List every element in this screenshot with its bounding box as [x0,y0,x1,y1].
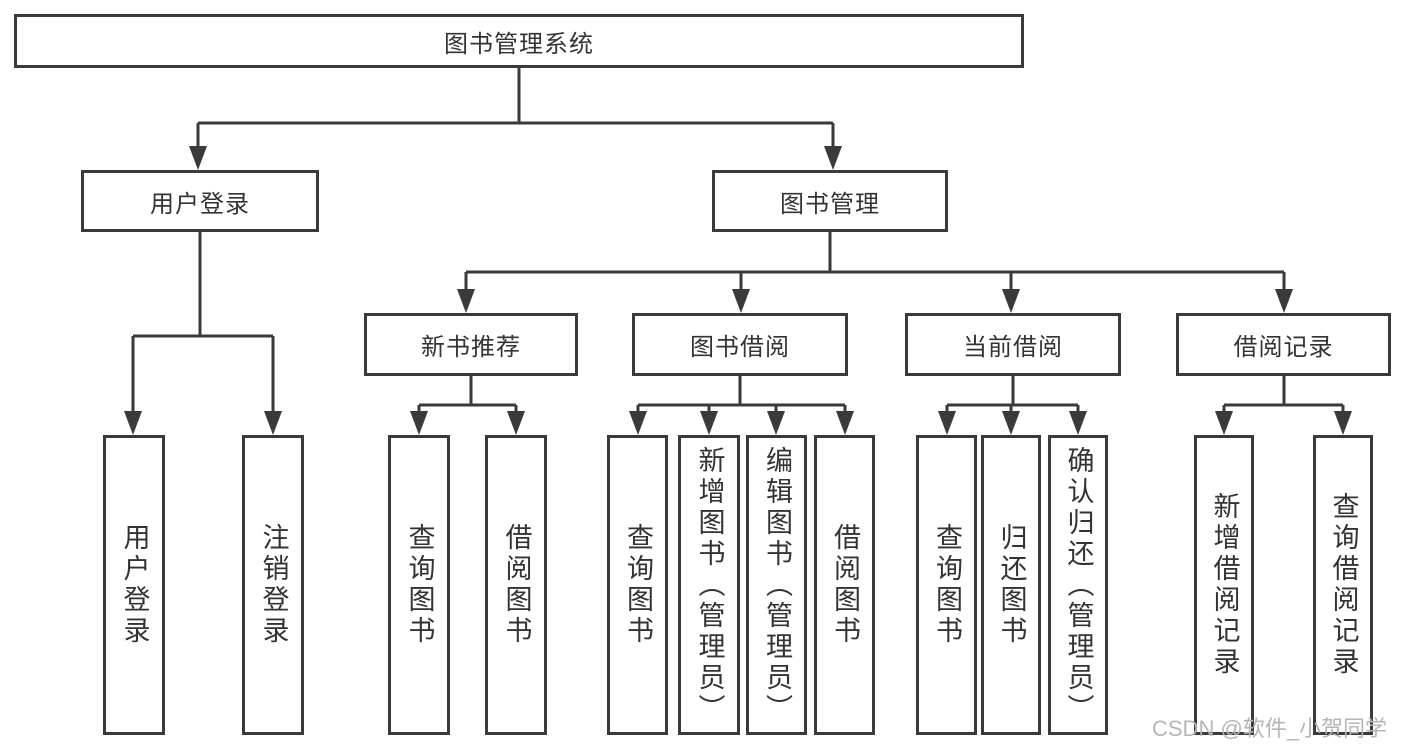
node-label: 图书借阅 [690,334,790,361]
leaf-label: 归还图书 [996,523,1027,647]
node-label: 图书管理 [780,190,880,218]
watermark: CSDN @软件_小贺同学 [1152,716,1388,741]
node-label: 新书推荐 [421,334,521,361]
node-current-borrowing: 当前借阅 [905,313,1121,376]
connector-borrowing-records-to-leaves [1215,376,1352,435]
leaf-label: 查询图书 [623,523,653,647]
leaf-label: 查询借阅记录 [1328,492,1359,678]
leaf-query-books-borrowing: 查询图书 [607,435,668,735]
leaf-label: 查询图书 [932,523,962,647]
leaf-logout-login: 注销登录 [242,435,304,735]
connector-root-to-level2 [189,68,842,170]
node-user-login: 用户登录 [81,170,319,232]
leaf-query-books-recommendation: 查询图书 [388,435,450,735]
connector-book-management-to-level3 [457,232,1293,313]
leaf-user-login: 用户登录 [103,435,165,735]
connector-book-borrowing-to-leaves [629,376,854,435]
leaf-label: 确认归还（管理员） [1063,445,1094,725]
leaf-confirm-return-admin: 确认归还（管理员） [1048,435,1108,735]
node-borrowing-records: 借阅记录 [1176,313,1391,376]
node-book-management: 图书管理 [712,170,948,232]
leaf-label: 用户登录 [119,523,150,647]
leaf-return-books: 归还图书 [981,435,1041,735]
leaf-label: 注销登录 [258,523,289,647]
leaf-query-borrowing-record: 查询借阅记录 [1313,435,1373,735]
connector-current-borrowing-to-leaves [938,376,1087,435]
node-book-borrowing: 图书借阅 [632,313,848,376]
leaf-label: 查询图书 [404,523,435,647]
leaf-label: 新增图书（管理员） [694,445,725,725]
leaf-edit-books-admin: 编辑图书（管理员） [746,435,807,735]
leaf-label: 新增借阅记录 [1209,492,1240,678]
node-label: 借阅记录 [1233,334,1334,361]
leaf-label: 借阅图书 [830,523,860,647]
leaf-query-books-current: 查询图书 [916,435,977,735]
node-label: 图书管理系统 [444,30,594,58]
leaf-borrow-books-recommendation: 借阅图书 [485,435,547,735]
node-library-management-system: 图书管理系统 [14,14,1024,68]
connector-user-login-to-leaves [124,232,282,435]
leaf-borrow-books: 借阅图书 [814,435,875,735]
connector-new-book-recommendation-to-leaves [410,376,525,435]
leaf-add-borrowing-record: 新增借阅记录 [1194,435,1254,735]
node-label: 用户登录 [150,190,250,218]
node-label: 当前借阅 [963,334,1063,361]
leaf-label: 编辑图书（管理员） [762,445,792,725]
leaf-label: 借阅图书 [501,523,532,647]
node-new-book-recommendation: 新书推荐 [364,313,578,376]
leaf-add-books-admin: 新增图书（管理员） [678,435,740,735]
